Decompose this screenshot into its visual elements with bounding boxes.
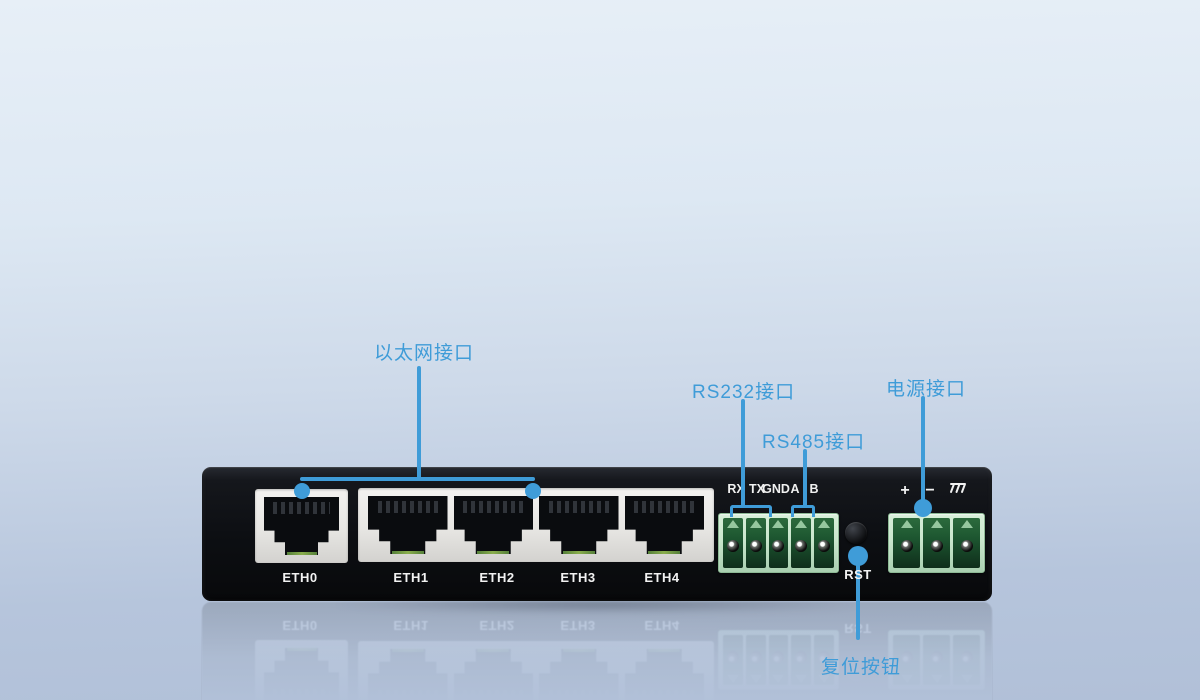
ethernet-callout-line: [417, 366, 421, 479]
serial-pin-label-gnd: GND: [762, 482, 790, 496]
serial-pin-gnd: [768, 518, 789, 568]
serial-terminal-block: [718, 513, 839, 573]
reset-callout-line: [856, 560, 860, 640]
eth1-label: ETH1: [393, 570, 429, 585]
power-callout-label: 电源接口: [886, 379, 967, 400]
serial-pin-label-rx: RX: [727, 482, 745, 496]
eth3-label: ETH3: [560, 570, 596, 585]
eth2-label: ETH2: [479, 570, 515, 585]
serial-pin-label-tx: TX: [749, 482, 765, 496]
serial-pin-label-b: B: [809, 482, 819, 496]
device-reflection: ETH0 ETH1 ETH2 ETH3 ETH4 RX TX GND A B R…: [202, 602, 992, 700]
reset-callout-label: 复位按钮: [821, 657, 902, 678]
eth0-port-plate: [255, 489, 348, 563]
reset-button[interactable]: [845, 522, 867, 544]
ethernet-callout-dot-right: [525, 483, 541, 499]
ethernet-callout-line-horizontal: [300, 477, 535, 481]
rs232-callout-line: [741, 399, 745, 508]
eth4-rj45-port: [624, 496, 704, 554]
rs485-callout-line: [803, 449, 807, 508]
serial-pin-tx: [745, 518, 766, 568]
reset-callout-dot: [848, 546, 868, 566]
ethernet-callout-dot-left: [294, 483, 310, 499]
rs485-callout-label: RS485接口: [762, 432, 866, 453]
eth0-rj45-port: [264, 497, 339, 555]
serial-pin-a: [791, 518, 812, 568]
device-reflection-fade: [202, 602, 992, 700]
serial-pin-label-a: A: [790, 482, 800, 496]
ethernet-callout-label: 以太网接口: [374, 343, 475, 364]
rs232-callout-bracket: [730, 505, 772, 517]
power-pin-minus: [923, 518, 950, 568]
rs485-callout-bracket: [791, 505, 815, 517]
power-callout-dot: [914, 499, 932, 517]
serial-pin-rx: [723, 518, 743, 568]
power-terminal-block: [888, 513, 985, 573]
power-callout-line: [921, 396, 925, 504]
eth3-rj45-port: [539, 496, 619, 554]
power-minus-label: −: [925, 482, 935, 499]
reset-button-label: RST: [844, 567, 872, 582]
eth4-label: ETH4: [644, 570, 680, 585]
serial-pin-b: [814, 518, 834, 568]
device: ETH0 ETH1 ETH2 ETH3 ETH4 RX TX GND A B R…: [202, 467, 992, 601]
eth0-label: ETH0: [282, 570, 318, 585]
eth2-rj45-port: [453, 496, 533, 554]
chassis-ground-icon: [949, 481, 967, 495]
eth1-rj45-port: [368, 496, 448, 554]
power-plus-label: +: [900, 482, 910, 499]
eth-group-port-plate: [358, 488, 714, 562]
power-pin-ground: [953, 518, 980, 568]
power-pin-plus: [893, 518, 920, 568]
rs232-callout-label: RS232接口: [692, 382, 796, 403]
